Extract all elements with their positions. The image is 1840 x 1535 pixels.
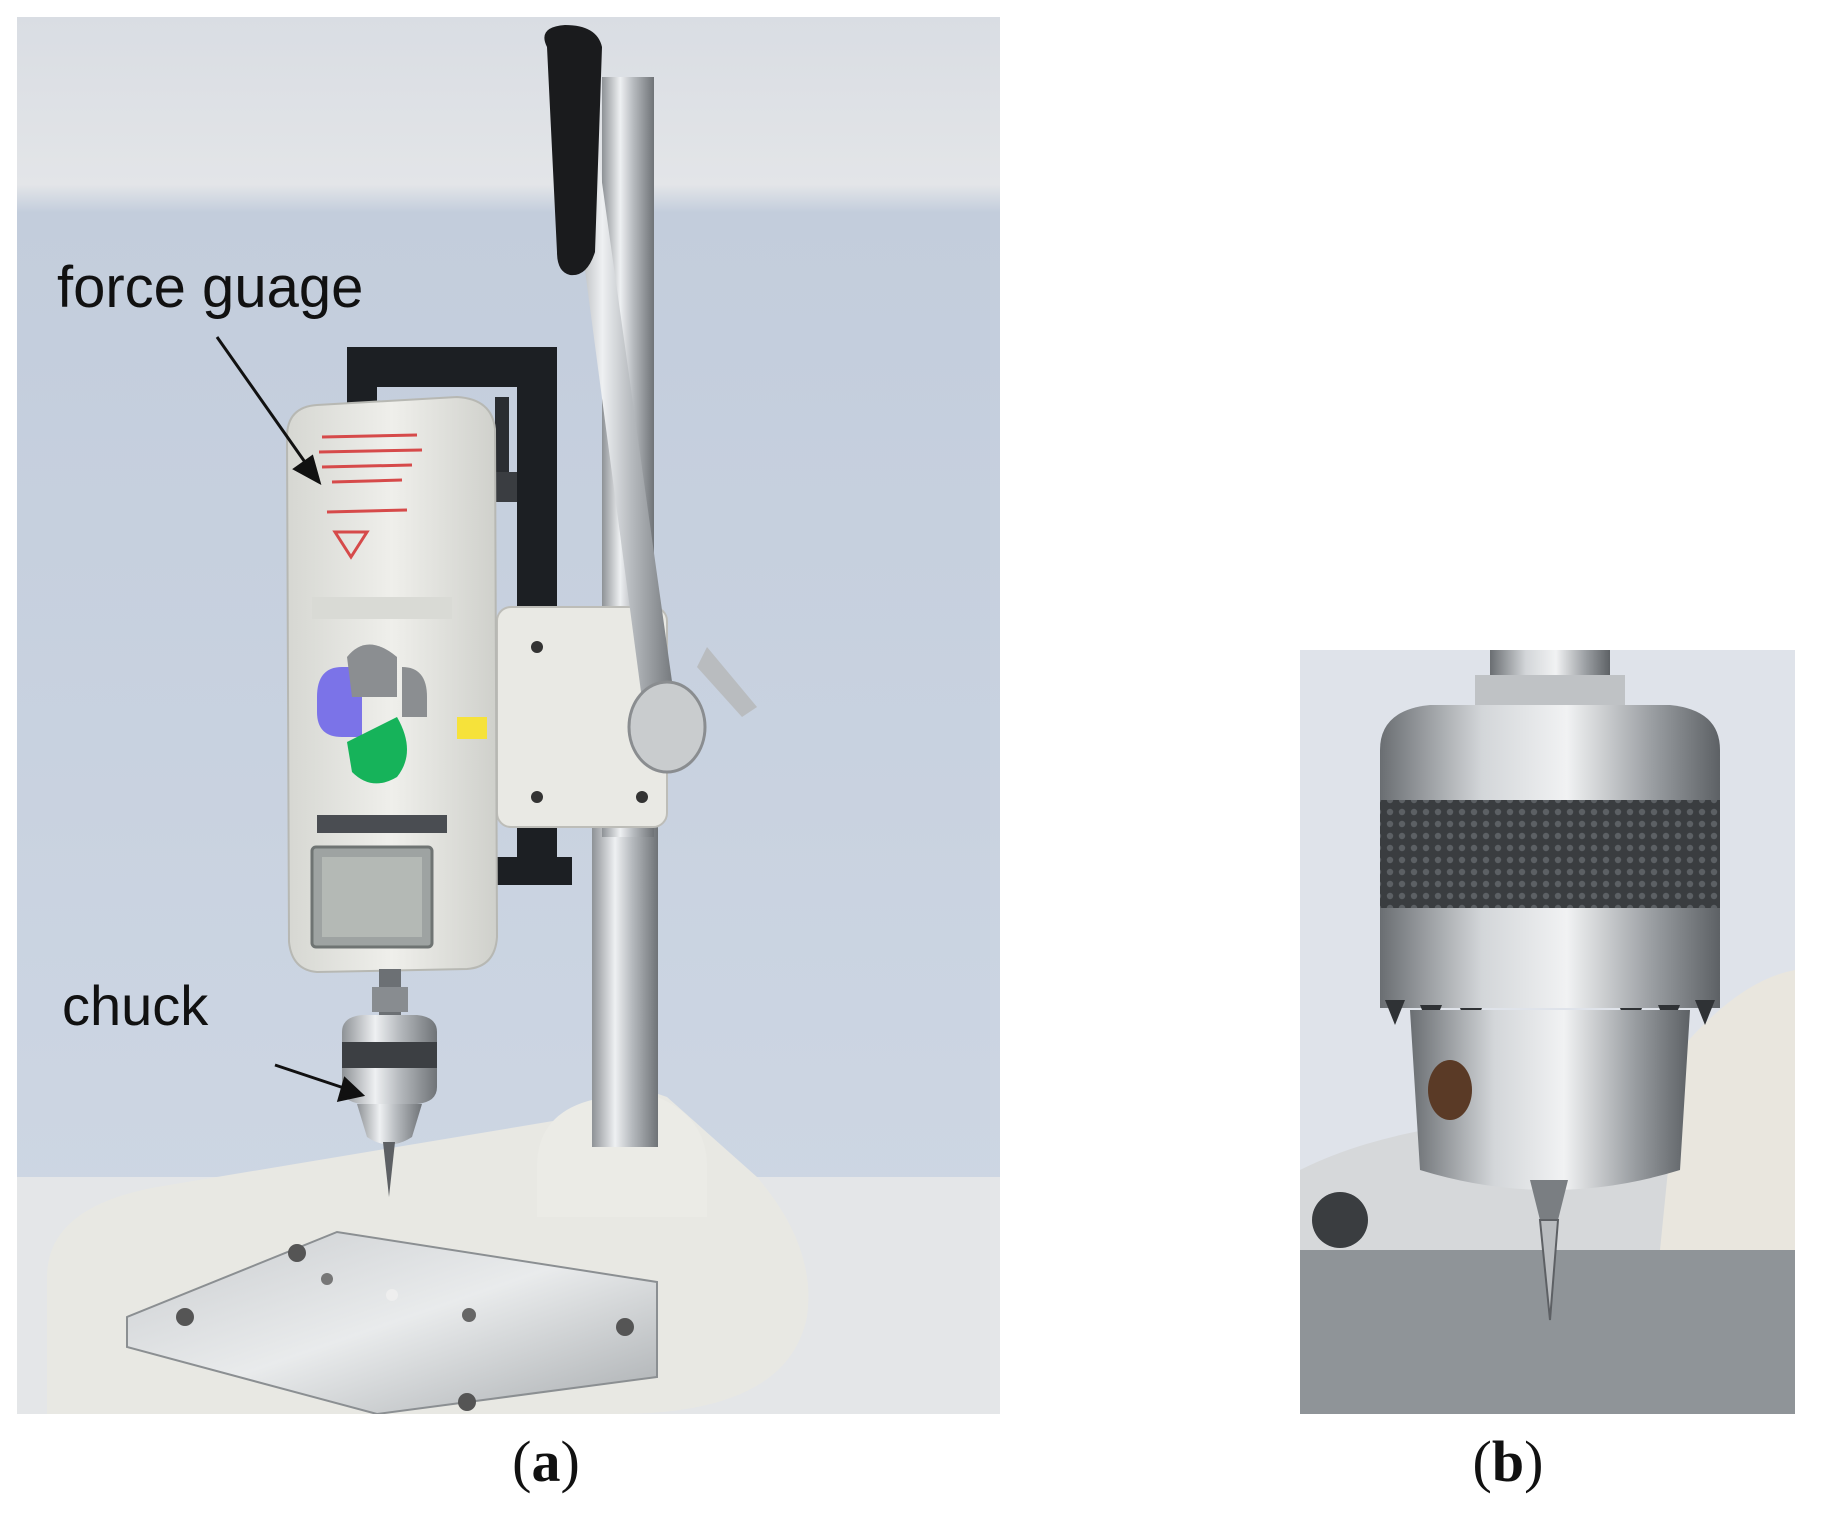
force-gauge-stand-photo: force guage chuck bbox=[17, 17, 1000, 1414]
panel-label-a: (a) bbox=[446, 1428, 646, 1495]
chuck-closeup-photo bbox=[1300, 650, 1795, 1414]
label-close-paren: ) bbox=[1524, 1429, 1544, 1494]
label-close-paren: ) bbox=[560, 1429, 580, 1494]
photo-panel-a: force guage chuck bbox=[17, 17, 1000, 1414]
chuck-label: chuck bbox=[62, 974, 209, 1037]
label-letter: b bbox=[1491, 1429, 1525, 1494]
force-gauge-label: force guage bbox=[57, 255, 363, 320]
label-letter: a bbox=[531, 1429, 561, 1494]
arrow-icon bbox=[215, 336, 366, 1102]
panel-label-b: (b) bbox=[1408, 1428, 1608, 1495]
label-open-paren: ( bbox=[1472, 1429, 1492, 1494]
label-open-paren: ( bbox=[512, 1429, 532, 1494]
photo-panel-b bbox=[1300, 650, 1795, 1414]
